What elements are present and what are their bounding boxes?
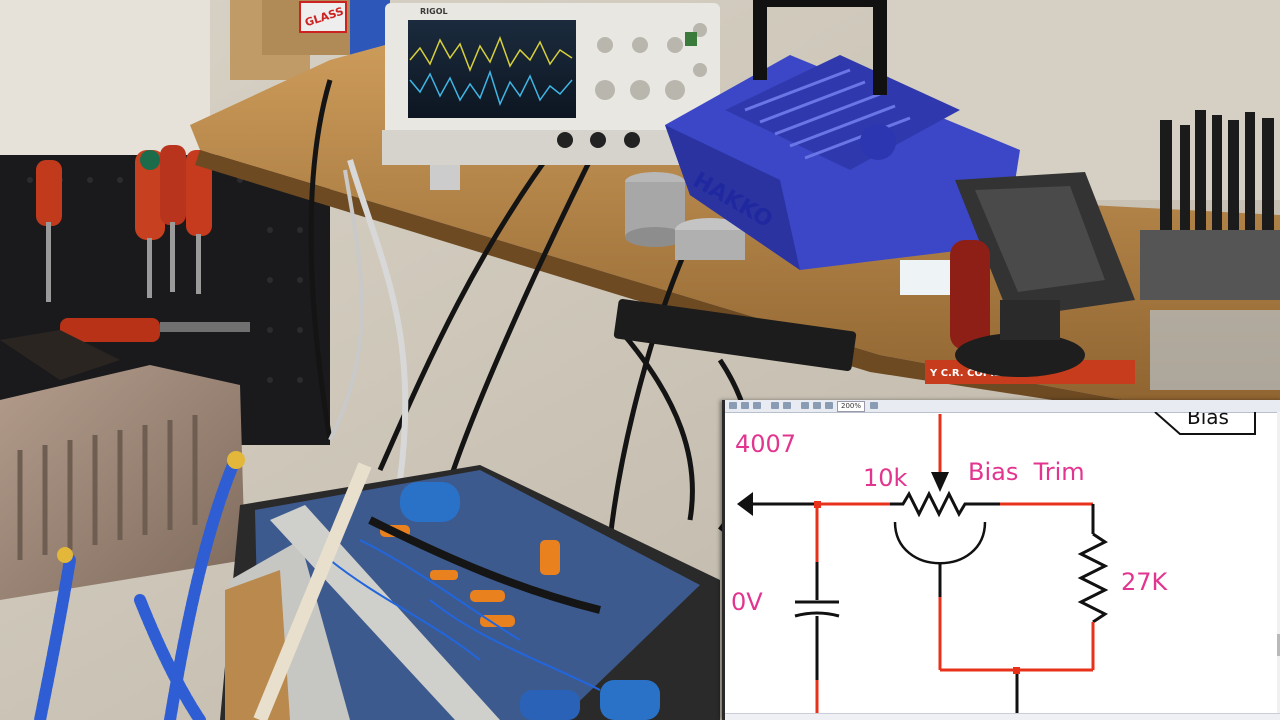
zoom-out-icon[interactable] [801,402,809,409]
diode-label: 4007 [735,430,796,458]
junction-dot-bottom [1013,667,1020,674]
power-strip [613,299,857,371]
print-icon[interactable] [741,402,749,409]
pot-value-label: 10k [863,464,908,492]
schematic-canvas: Bias 4007 10k Bias Trim [731,412,1256,720]
pot-name-label: Bias Trim [968,458,1085,486]
resistor-icon [1077,532,1109,624]
potentiometer-icon [890,490,1000,518]
bias-block-label: Bias [1187,412,1229,429]
vertical-scrollbar[interactable] [1277,412,1280,720]
oscilloscope-brand: RIGOL [420,7,448,16]
tan-cabinet [0,365,245,600]
rotate-icon[interactable] [870,402,878,409]
fit-page-icon[interactable] [825,402,833,409]
fume-extractor: HAKKO [665,0,1020,270]
resistor-label: 27K [1121,568,1169,596]
oscilloscope: RIGOL [382,3,722,190]
junction-dot-left [814,501,821,508]
cables [308,79,753,541]
voltage-label: 0V [731,588,763,616]
schematic-viewer: 200% Bias [722,400,1280,720]
viewer-statusbar [725,713,1280,720]
save-icon[interactable] [753,402,761,409]
solder-spools [625,172,745,260]
helping-hands [34,454,241,720]
scrollbar-thumb[interactable] [1277,634,1280,656]
zoom-level-field[interactable]: 200% [837,401,866,412]
hand-tool-icon[interactable] [771,402,779,409]
file-icon[interactable] [729,402,737,409]
select-tool-icon[interactable] [783,402,791,409]
screwdrivers [36,145,212,302]
viewer-toolbar: 200% [725,400,1280,413]
zoom-in-icon[interactable] [813,402,821,409]
bias-block [1154,412,1256,435]
tripod-head [900,172,1135,377]
power-strip-label: Y C.R. COPIES [929,368,1008,379]
metal-rods [1160,110,1274,235]
